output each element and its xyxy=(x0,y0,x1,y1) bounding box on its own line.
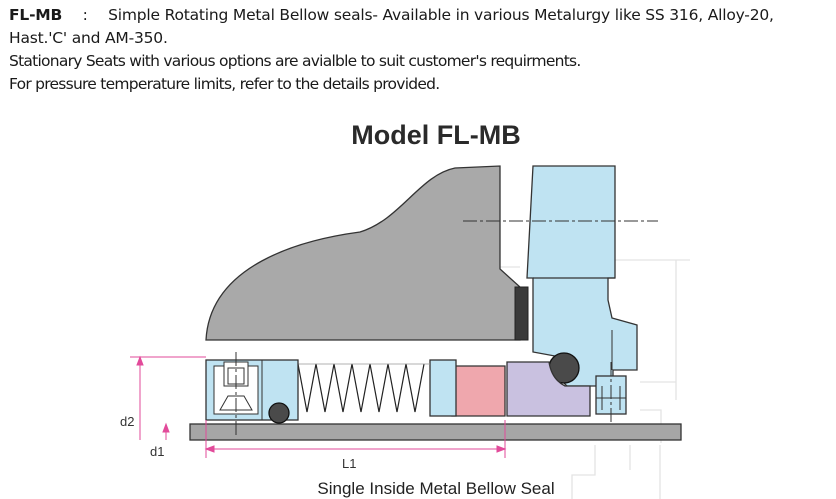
separator: : xyxy=(82,6,88,24)
housing-gasket xyxy=(514,286,529,341)
dimension-lines xyxy=(130,355,507,458)
diagram-title: Model FL-MB xyxy=(351,120,520,150)
description-line-2: Hast.'C' and AM-350. xyxy=(9,29,168,47)
description-block: FL-MB: Simple Rotating Metal Bellow seals… xyxy=(9,4,831,96)
description-line-4: For pressure temperature limits, refer t… xyxy=(9,75,440,93)
diagram-caption: Single Inside Metal Bellow Seal xyxy=(317,479,554,498)
seal-face-carrier xyxy=(506,361,591,417)
dimension-l1: L1 xyxy=(342,456,356,471)
shaft xyxy=(189,423,682,441)
description-line-3: Stationary Seats with various options ar… xyxy=(9,52,581,70)
dimension-d1: d1 xyxy=(150,444,164,459)
description-line-1: FL-MB: Simple Rotating Metal Bellow seals… xyxy=(9,4,831,27)
dimension-d2: d2 xyxy=(120,414,134,429)
stationary-seat xyxy=(526,165,638,387)
seal-housing xyxy=(205,165,521,341)
collar-o-ring xyxy=(268,402,290,424)
model-code: FL-MB xyxy=(9,6,63,24)
bellow-adapter xyxy=(429,359,457,417)
description-line-1-text: Simple Rotating Metal Bellow seals- Avai… xyxy=(108,6,774,24)
metal-bellow xyxy=(297,363,425,413)
center-lines xyxy=(235,220,658,438)
